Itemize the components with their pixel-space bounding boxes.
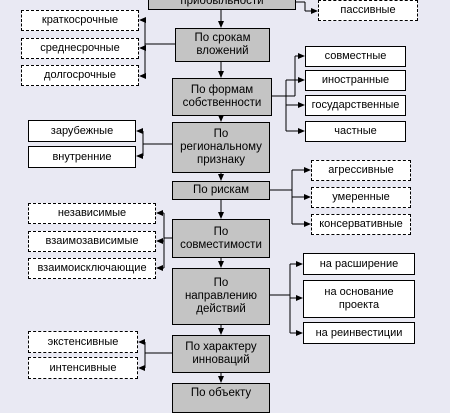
- leaf-state: государственные: [305, 95, 406, 116]
- node-by-compatibility: По совместимости: [172, 219, 270, 258]
- leaf-intensive: интенсивные: [28, 357, 138, 379]
- leaf-abroad: зарубежные: [28, 120, 136, 142]
- leaf-extensive: экстенсивные: [28, 331, 138, 353]
- node-by-innovation: По характеру инноваций: [172, 335, 270, 373]
- leaf-reinvestment: на реинвестиции: [303, 322, 415, 344]
- node-by-terms: По срокам вложений: [175, 28, 270, 62]
- node-profitability: приобыльности: [148, 0, 296, 10]
- leaf-expansion: на расширение: [303, 253, 415, 275]
- leaf-new-project: на основание проекта: [303, 280, 415, 318]
- node-by-object: По объекту: [172, 383, 270, 413]
- leaf-foreign: иностранные: [305, 70, 406, 91]
- node-by-direction: По направлению действий: [172, 268, 270, 325]
- node-by-risk: По рискам: [172, 181, 270, 200]
- leaf-joint: совместные: [305, 46, 406, 67]
- connector-lines: [136, 1, 318, 383]
- node-by-ownership: По формам собственности: [172, 78, 272, 116]
- leaf-mid-term: среднесрочные: [21, 38, 139, 59]
- leaf-long-term: долгосрочные: [21, 65, 139, 86]
- leaf-domestic: внутренние: [28, 146, 136, 168]
- leaf-conservative: консервативные: [311, 214, 411, 235]
- leaf-moderate: умеренные: [311, 187, 411, 208]
- leaf-mutually-exclusive: взаимоисключающие: [28, 258, 156, 279]
- leaf-passive: пассивные: [318, 0, 418, 21]
- leaf-independent: независимые: [28, 203, 156, 224]
- leaf-short-term: краткосрочные: [21, 10, 139, 31]
- leaf-private: частные: [305, 121, 406, 142]
- leaf-aggressive: агрессивные: [311, 160, 411, 181]
- node-by-region: По региональному признаку: [172, 122, 270, 173]
- leaf-interdependent: взаимозависимые: [28, 231, 156, 252]
